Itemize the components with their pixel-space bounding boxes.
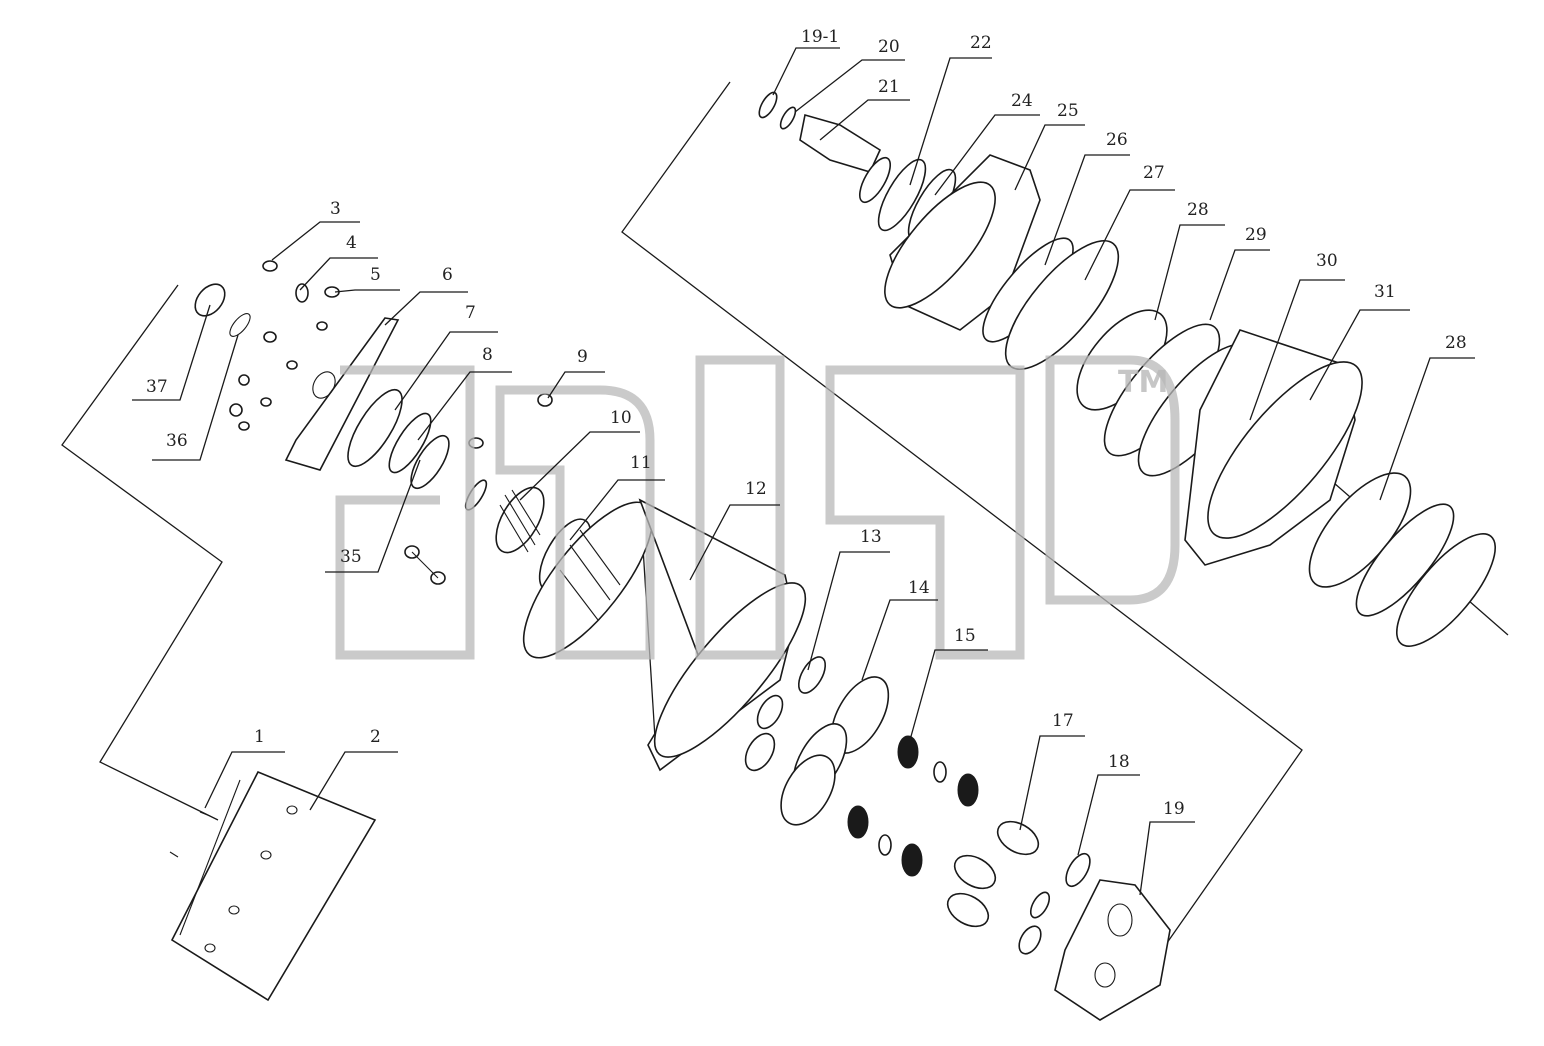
callout-4: 4 xyxy=(346,233,357,253)
callout-28-right: 28 xyxy=(1445,333,1467,353)
callout-6: 6 xyxy=(442,265,453,285)
callout-12: 12 xyxy=(745,479,767,499)
callout-20: 20 xyxy=(878,37,900,57)
callout-17: 17 xyxy=(1052,711,1074,731)
callout-25: 25 xyxy=(1057,101,1079,121)
callout-5: 5 xyxy=(370,265,381,285)
callout-1: 1 xyxy=(254,727,265,747)
callout-26: 26 xyxy=(1106,130,1128,150)
part-left-cover-group xyxy=(194,260,553,585)
callout-7: 7 xyxy=(465,303,476,323)
callout-leaders xyxy=(132,47,1475,896)
callout-13: 13 xyxy=(860,527,882,547)
callout-15: 15 xyxy=(954,626,976,646)
callout-28-top: 28 xyxy=(1187,200,1209,220)
watermark-tm: TM xyxy=(1118,365,1168,400)
callout-3: 3 xyxy=(330,199,341,219)
callout-36: 36 xyxy=(166,431,188,451)
callout-35: 35 xyxy=(340,547,362,567)
callout-24: 24 xyxy=(1011,91,1033,111)
callout-22: 22 xyxy=(970,33,992,53)
callout-labels: 19-1 20 21 22 24 25 26 27 28 29 30 31 28… xyxy=(146,27,1467,819)
callout-2: 2 xyxy=(370,727,381,747)
callout-10: 10 xyxy=(610,408,632,428)
callout-19: 19 xyxy=(1163,799,1185,819)
callout-18: 18 xyxy=(1108,752,1130,772)
callout-8: 8 xyxy=(482,345,493,365)
watermark: TM xyxy=(335,355,1180,660)
callout-9: 9 xyxy=(577,347,588,367)
callout-31: 31 xyxy=(1374,282,1396,302)
callout-29: 29 xyxy=(1245,225,1267,245)
callout-30: 30 xyxy=(1316,251,1338,271)
part-planet-group xyxy=(744,656,1171,1021)
callout-37: 37 xyxy=(146,377,168,397)
callout-11: 11 xyxy=(630,453,652,473)
callout-21: 21 xyxy=(878,77,900,97)
callout-27: 27 xyxy=(1143,163,1165,183)
part-housing-2 xyxy=(169,770,377,1002)
callout-19-1: 19-1 xyxy=(801,27,839,47)
callout-14: 14 xyxy=(908,578,930,598)
